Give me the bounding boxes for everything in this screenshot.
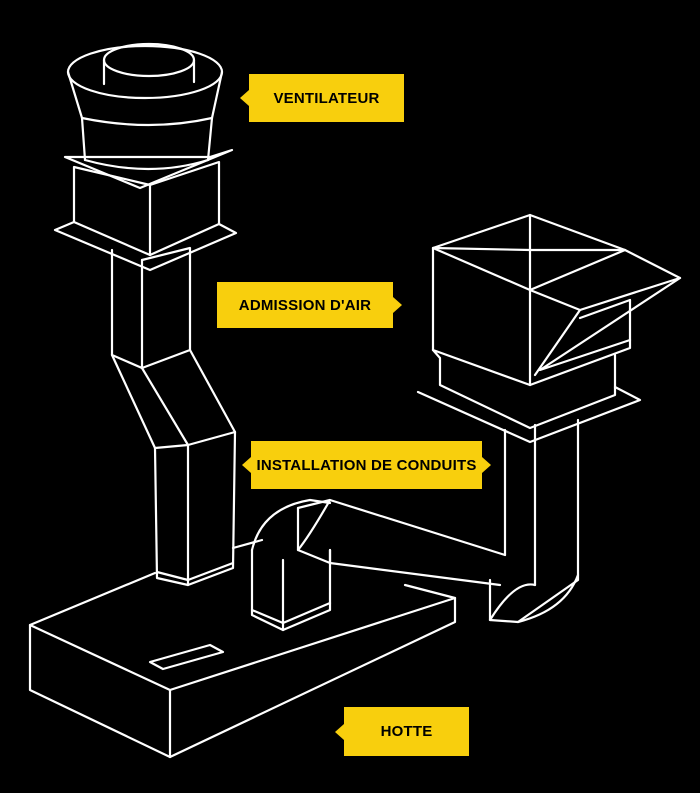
callout-arrow-right-icon: [482, 457, 491, 473]
fan-unit: [53, 42, 238, 272]
hotte-text: HOTTE: [380, 723, 433, 740]
callout-arrow-right-icon: [393, 297, 402, 313]
admission-text: ADMISSION D'AIR: [238, 296, 372, 314]
horizontal-duct: [250, 418, 580, 632]
hotte-label: HOTTE: [335, 707, 469, 756]
conduits-label: INSTALLATION DE CONDUITS: [242, 441, 491, 489]
conduits-text: INSTALLATION DE CONDUITS: [256, 456, 477, 474]
hood: [28, 538, 457, 759]
ventilateur-text: VENTILATEUR: [273, 89, 380, 107]
air-intake: [416, 213, 682, 444]
admission-label: ADMISSION D'AIR: [217, 282, 402, 328]
callout-arrow-left-icon: [240, 90, 249, 106]
callout-arrow-left-icon: [335, 723, 344, 740]
left-duct: [110, 246, 237, 587]
ventilateur-label: VENTILATEUR: [240, 74, 404, 122]
callout-arrow-left-icon: [242, 457, 251, 473]
